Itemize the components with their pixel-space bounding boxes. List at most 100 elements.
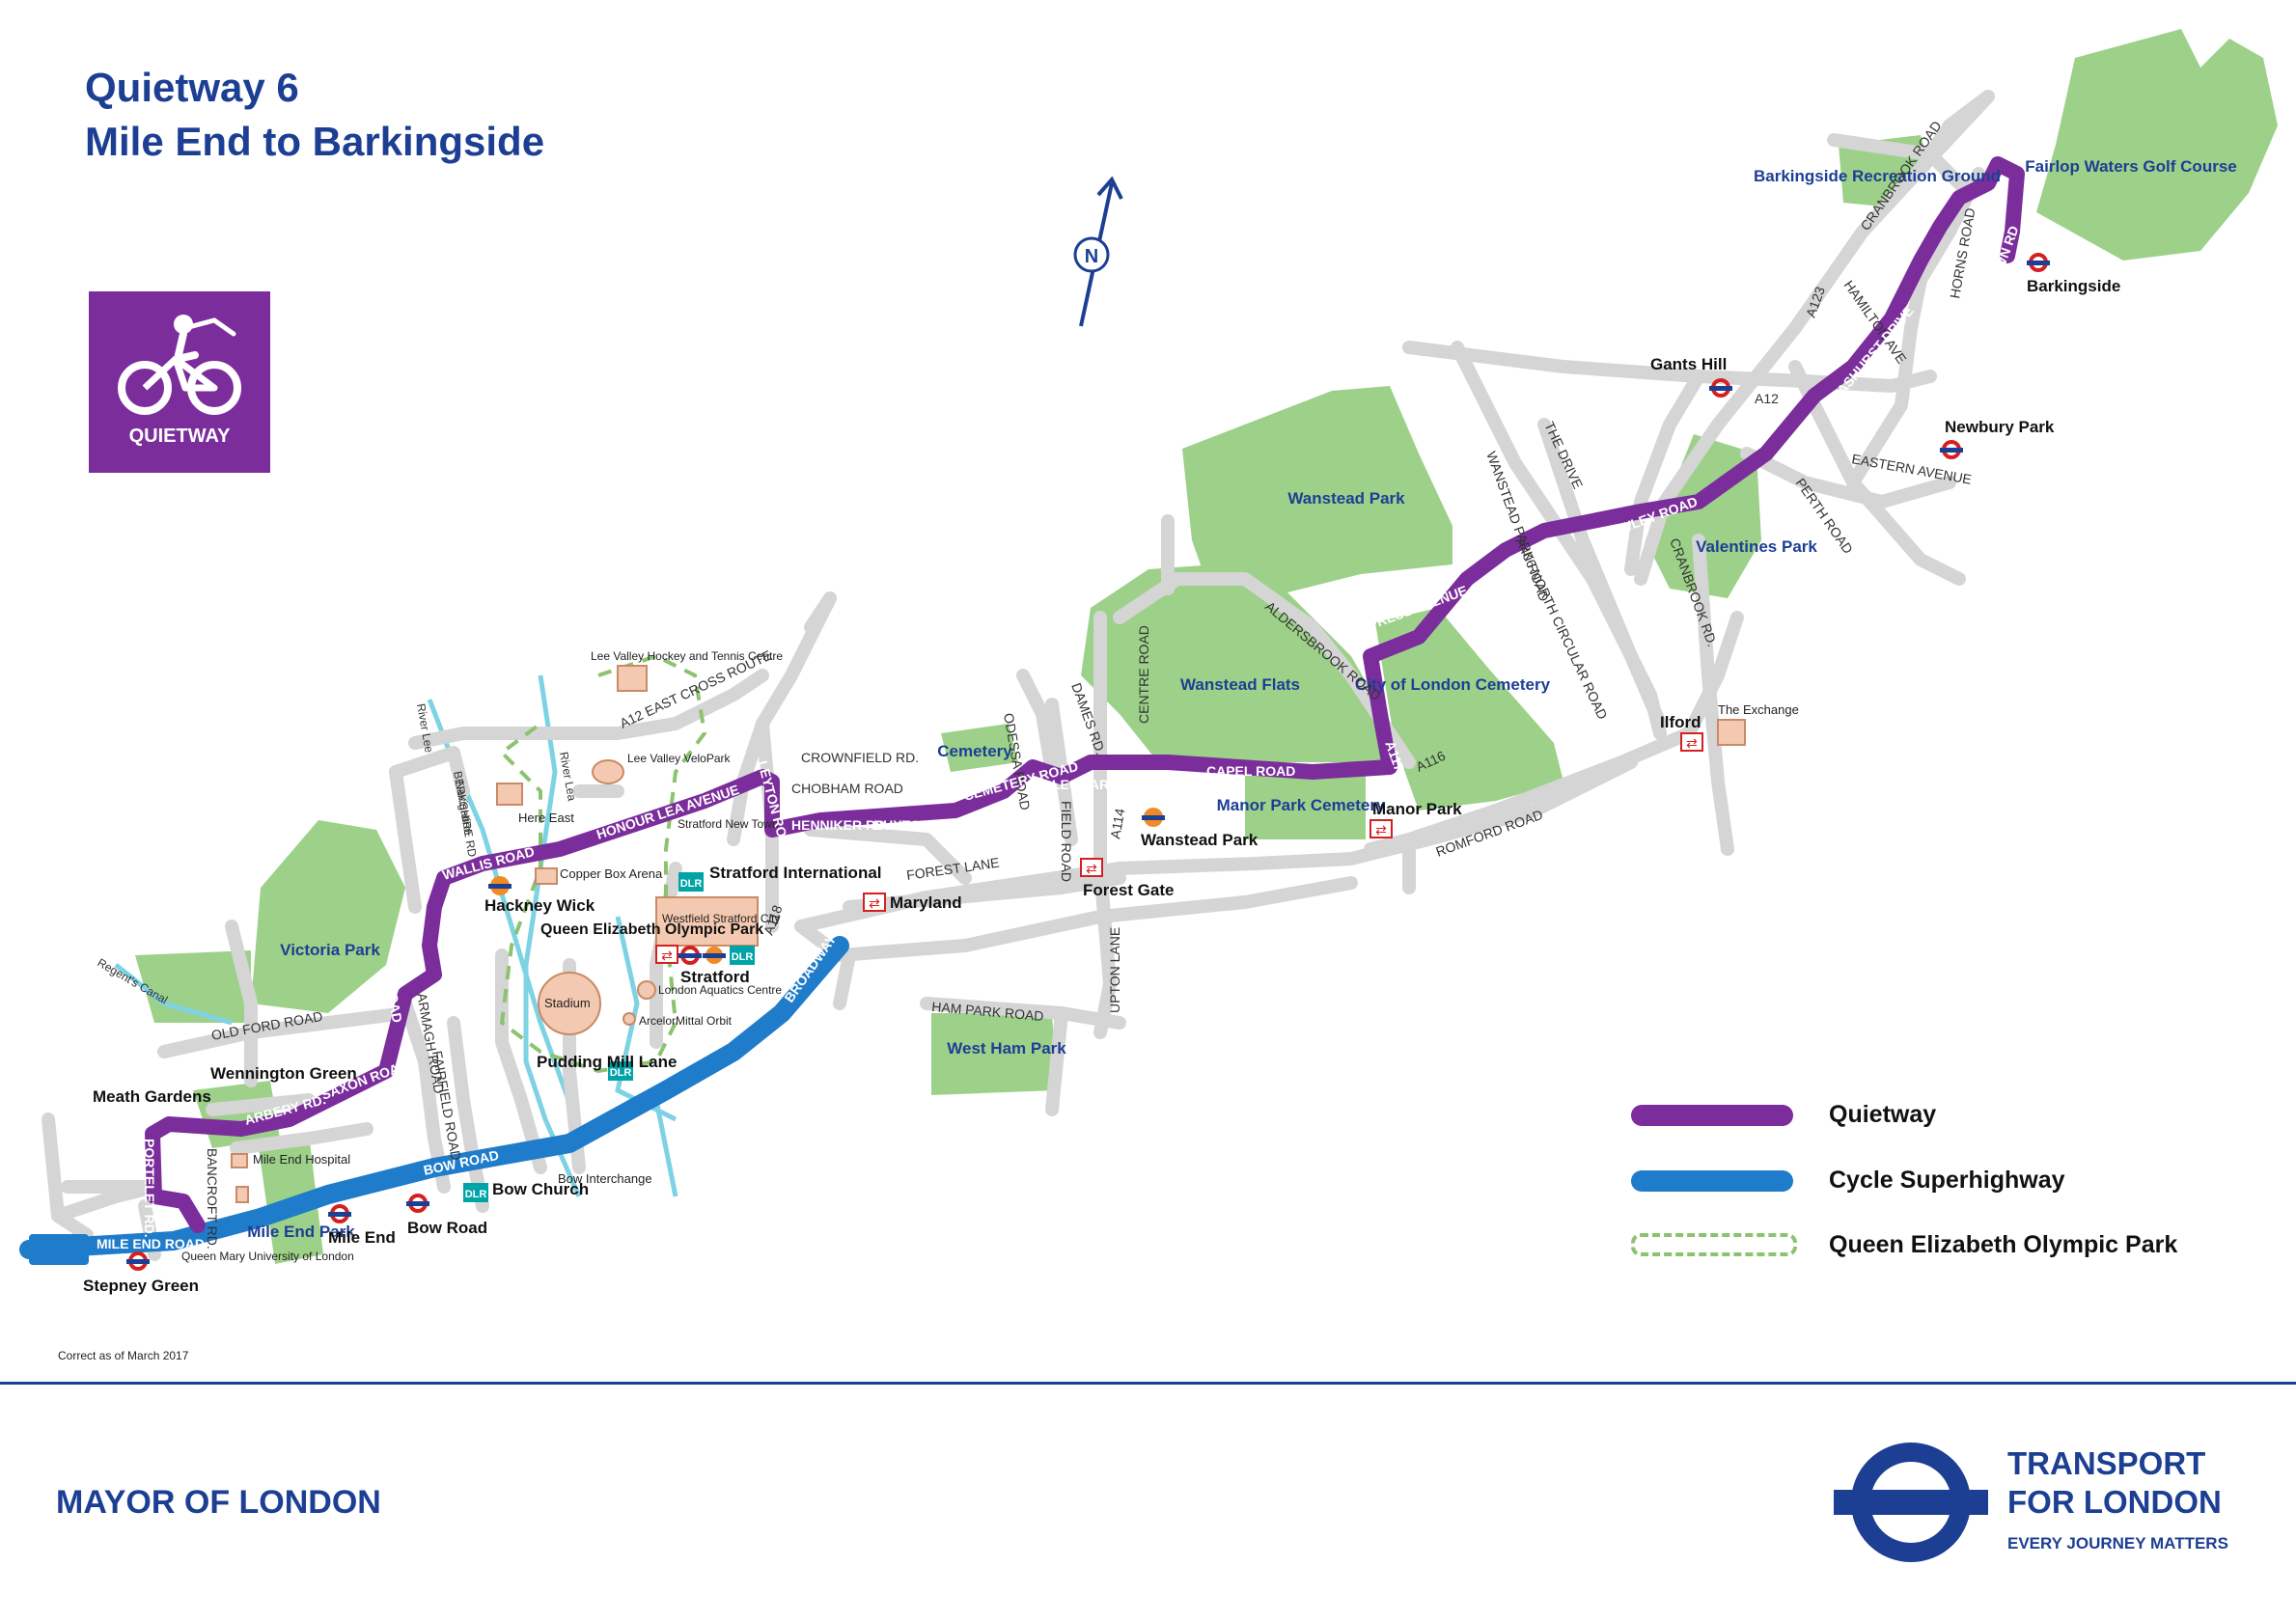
- overground-icon-stratford: [703, 947, 726, 964]
- logo-caption: QUIETWAY: [128, 426, 231, 447]
- road-road-vertical: ROAD: [383, 982, 405, 1024]
- label-stratford: Stratford: [680, 968, 750, 986]
- svg-text:⇄: ⇄: [869, 895, 880, 911]
- dlr-icon-bow-church: DLR: [463, 1183, 488, 1202]
- label-stadium: Stadium: [544, 996, 591, 1010]
- road-a123: A123: [1803, 285, 1828, 319]
- label-lee-valley-hockey: Lee Valley Hockey and Tennis Centre: [591, 649, 783, 663]
- cycle-superhighway-cs2[interactable]: [19, 936, 849, 1259]
- svg-text:⇄: ⇄: [661, 948, 673, 963]
- overground-icon-wanstead-park: [1142, 808, 1165, 827]
- underground-icon-stratford: [678, 946, 702, 965]
- road-centre: CENTRE ROAD: [1136, 625, 1151, 724]
- road-a12-east: A12: [1755, 391, 1779, 406]
- copper-box-block: [535, 867, 558, 885]
- road-bancroft: BANCROFT RD.: [205, 1148, 220, 1250]
- park-west-ham: [931, 1013, 1057, 1095]
- hospital-block: [231, 1153, 248, 1168]
- water-east: [653, 1099, 678, 1197]
- tfl-tagline: EVERY JOURNEY MATTERS: [2007, 1534, 2228, 1552]
- svg-text:⇄: ⇄: [1375, 822, 1387, 838]
- regents-canal: [114, 963, 233, 1026]
- label-pudding-mill: Pudding Mill Lane: [537, 1053, 677, 1071]
- rail-icon-forest-gate: ⇄: [1080, 858, 1103, 877]
- legend-olympic-park-swatch: [1631, 1233, 1797, 1256]
- park-wanstead-flats: [1081, 564, 1390, 762]
- correct-as-of-note: Correct as of March 2017: [58, 1349, 189, 1362]
- svg-text:DLR: DLR: [732, 951, 754, 963]
- park-victoria: [251, 820, 405, 1013]
- label-newbury-park: Newbury Park: [1945, 418, 2055, 436]
- exchange-block: [1717, 719, 1746, 746]
- page-title: Quietway 6: [85, 65, 299, 110]
- road-henniker: HENNIKER RD.: [791, 817, 889, 833]
- label-city-cemetery: City of London Cemetery: [1355, 675, 1551, 694]
- label-wanstead-park-stn: Wanstead Park: [1141, 831, 1259, 849]
- label-manor-cemetery: Manor Park Cemetery: [1217, 796, 1386, 814]
- park-labels: Fairlop Waters Golf Course Barkingside R…: [247, 157, 2236, 1241]
- label-stratford-intl: Stratford International: [709, 864, 882, 882]
- rail-icon-maryland: ⇄: [863, 893, 886, 912]
- underground-icon-barkingside: [2027, 253, 2050, 272]
- cyclist-icon: [118, 315, 241, 415]
- label-aquatics: London Aquatics Centre: [658, 983, 782, 997]
- park-cemetery-small: [941, 724, 1018, 772]
- tfl-roundel-icon: [1834, 1442, 1988, 1562]
- label-mile-end-hospital: Mile End Hospital: [253, 1152, 350, 1167]
- svg-text:DLR: DLR: [610, 1067, 632, 1079]
- footer-divider: [0, 1382, 2296, 1385]
- svg-text:DLR: DLR: [680, 878, 703, 890]
- compass-north-icon: N: [1073, 176, 1123, 327]
- roads-layer: [41, 90, 1995, 1261]
- label-cemetery: Cemetery: [937, 742, 1012, 760]
- road-a114: A114: [1107, 807, 1127, 839]
- label-gants-hill: Gants Hill: [1650, 355, 1727, 373]
- road-leonard: LEONARD ROAD: [1052, 777, 1162, 792]
- olympic-park-boundary: [498, 653, 707, 1074]
- label-ilford: Ilford: [1660, 713, 1701, 731]
- legend-superhighway-label: Cycle Superhighway: [1829, 1167, 2065, 1194]
- legend-olympic-park-label: Queen Elizabeth Olympic Park: [1829, 1231, 2178, 1258]
- label-orbit: ArcelorMittal Orbit: [639, 1014, 733, 1028]
- lee-valley-velopark-block: [592, 759, 624, 784]
- label-wanstead-park: Wanstead Park: [1287, 489, 1405, 508]
- svg-text:⇄: ⇄: [1686, 735, 1698, 751]
- label-meath-gardens: Meath Gardens: [93, 1087, 211, 1106]
- label-exchange: The Exchange: [1718, 702, 1799, 717]
- rail-icon-stratford: ⇄: [655, 945, 678, 964]
- quietway-6-route[interactable]: [145, 156, 2025, 1233]
- label-forest-gate: Forest Gate: [1083, 881, 1174, 899]
- underground-icon-gants-hill: [1709, 378, 1732, 398]
- quietway-logo: QUIETWAY: [89, 291, 270, 473]
- orbit-block: [622, 1012, 636, 1026]
- station-icons: ⇄ ⇄ ⇄ ⇄ DLR ⇄ DLR DLR DLR: [126, 253, 2050, 1271]
- road-portelet: PORTELET RD.: [142, 1139, 157, 1238]
- road-crownfield: CROWNFIELD RD.: [801, 750, 919, 765]
- label-fairlop: Fairlop Waters Golf Course: [2025, 157, 2236, 176]
- label-barkingside: Barkingside: [2027, 277, 2120, 295]
- label-victoria: Victoria Park: [280, 941, 380, 959]
- qmu-block: [235, 1186, 249, 1203]
- compass-n-label: N: [1085, 246, 1098, 267]
- park-manor-park-cemetery: [1245, 772, 1366, 839]
- road-buxton: BUXTON RD.: [873, 817, 957, 833]
- river-lea: [523, 674, 582, 1198]
- dlr-icon-stratford: DLR: [730, 946, 755, 965]
- park-city-london-cemetery: [1375, 608, 1563, 810]
- label-west-ham: West Ham Park: [947, 1039, 1066, 1058]
- label-wanstead-flats: Wanstead Flats: [1180, 675, 1300, 694]
- road-field: FIELD ROAD: [1059, 801, 1074, 882]
- legend-quietway-swatch: [1631, 1105, 1793, 1126]
- place-blocks: [231, 665, 1746, 1203]
- road-crown: CROWN RD: [1981, 224, 2022, 300]
- here-east-block: [496, 783, 523, 806]
- underground-icon-stepney-green: [126, 1251, 150, 1271]
- label-barkingside-rec: Barkingside Recreation Ground: [1754, 167, 2001, 185]
- label-westfield: Westfield Stratford City: [662, 912, 780, 925]
- label-mile-end-park: Mile End Park: [247, 1223, 355, 1241]
- road-chobham: CHOBHAM ROAD: [791, 781, 903, 796]
- dlr-icon-stratford-intl: DLR: [678, 872, 704, 892]
- legend-superhighway-swatch: [1631, 1170, 1793, 1192]
- station-labels: Barkingside Gants Hill Newbury Park Ilfo…: [83, 277, 2120, 1295]
